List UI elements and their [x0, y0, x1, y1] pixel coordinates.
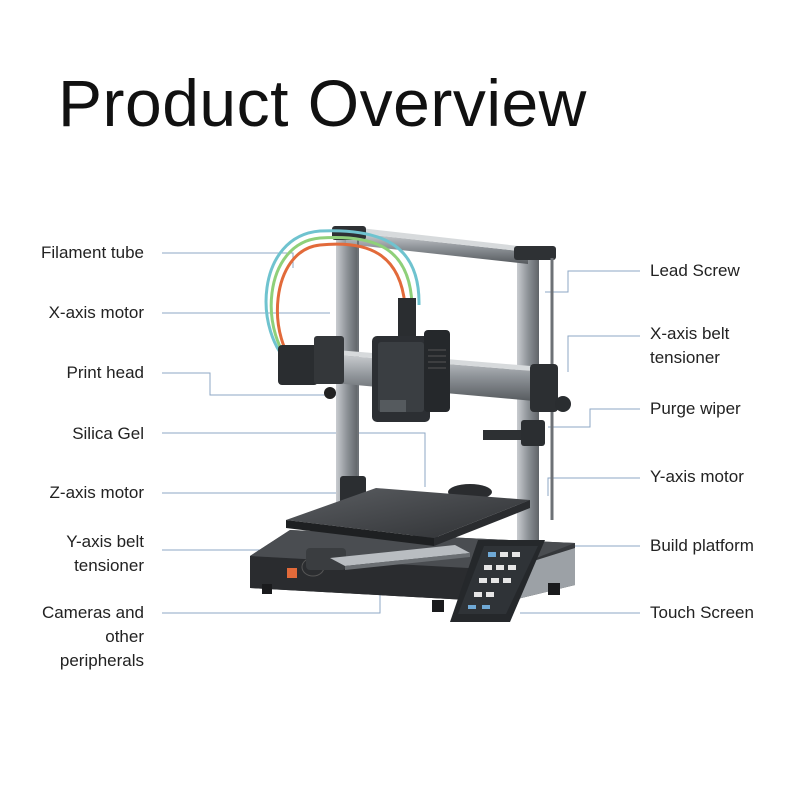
- build-platform: [286, 488, 530, 546]
- leader-lead-screw: [545, 270, 640, 293]
- label-cameras-peripherals: Cameras and other peripherals: [41, 603, 144, 670]
- tensioner-knob-orange: [287, 568, 297, 578]
- touch-screen: [450, 540, 545, 622]
- label-filament-tube: Filament tube: [41, 243, 144, 262]
- label-lead-screw: Lead Screw: [650, 261, 740, 280]
- gantry-frame: [332, 226, 556, 550]
- leader-x-axis-belt-tensioner: [567, 335, 640, 372]
- leader-purge-wiper: [548, 408, 640, 428]
- leader-y-axis-motor: [547, 477, 640, 496]
- leader-print-head: [162, 372, 350, 396]
- label-y-axis-belt-tensioner: Y-axis belt tensioner: [66, 532, 144, 575]
- label-build-platform: Build platform: [650, 536, 754, 555]
- label-x-axis-motor: X-axis motor: [48, 303, 144, 322]
- label-print-head: Print head: [66, 363, 145, 382]
- leader-cameras: [162, 592, 381, 614]
- print-head: [372, 298, 450, 422]
- label-x-axis-belt-tensioner: X-axis belt tensioner: [650, 324, 730, 367]
- page-title: Product Overview: [58, 66, 587, 140]
- label-purge-wiper: Purge wiper: [650, 399, 741, 418]
- label-touch-screen: Touch Screen: [650, 603, 754, 622]
- leader-filament-tube: [162, 252, 294, 268]
- label-z-axis-motor: Z-axis motor: [49, 483, 144, 502]
- leader-lines: [162, 252, 640, 614]
- label-y-axis-motor: Y-axis motor: [650, 467, 744, 486]
- leader-silica-gel: [162, 432, 426, 487]
- label-silica-gel: Silica Gel: [72, 424, 144, 443]
- filament-tubes: [264, 229, 421, 372]
